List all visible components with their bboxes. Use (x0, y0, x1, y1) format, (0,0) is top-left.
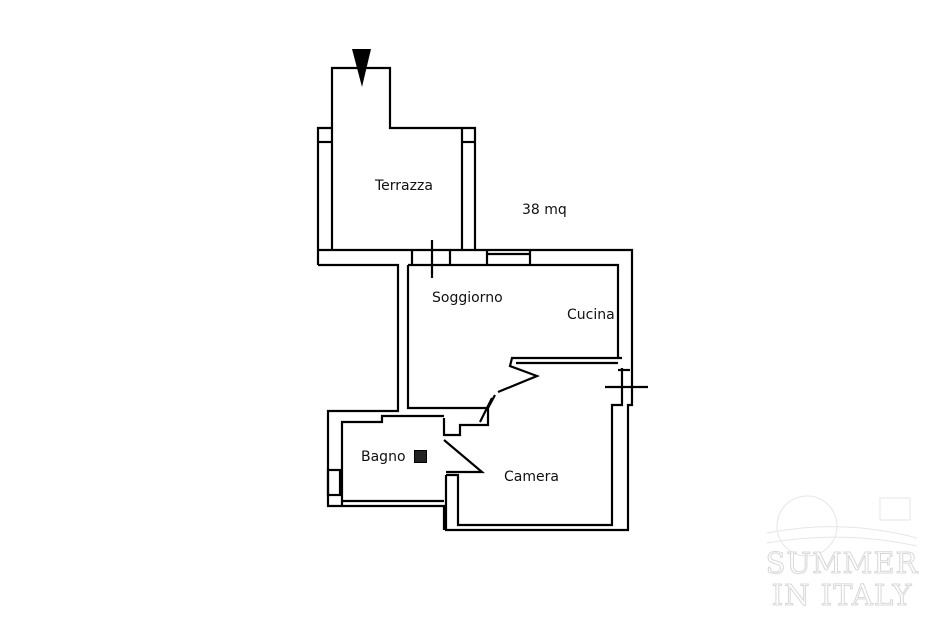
area-label: 38 mq (522, 202, 567, 218)
room-label-bagno: Bagno (361, 449, 406, 465)
room-label-camera: Camera (504, 469, 559, 485)
north-wall (318, 240, 634, 532)
room-label-terrazza: Terrazza (375, 178, 433, 194)
terrace-walls (316, 66, 477, 265)
watermark-line2: IN ITALY (771, 578, 913, 613)
room-label-soggiorno: Soggiorno (432, 290, 503, 306)
watermark-line1: SUMMER (765, 546, 919, 581)
bathroom-walls (326, 408, 486, 530)
watermark-logo: SUMMER IN ITALY (762, 488, 922, 613)
sink-icon (414, 450, 427, 463)
interior-walls (406, 265, 648, 527)
room-label-cucina: Cucina (567, 307, 615, 323)
